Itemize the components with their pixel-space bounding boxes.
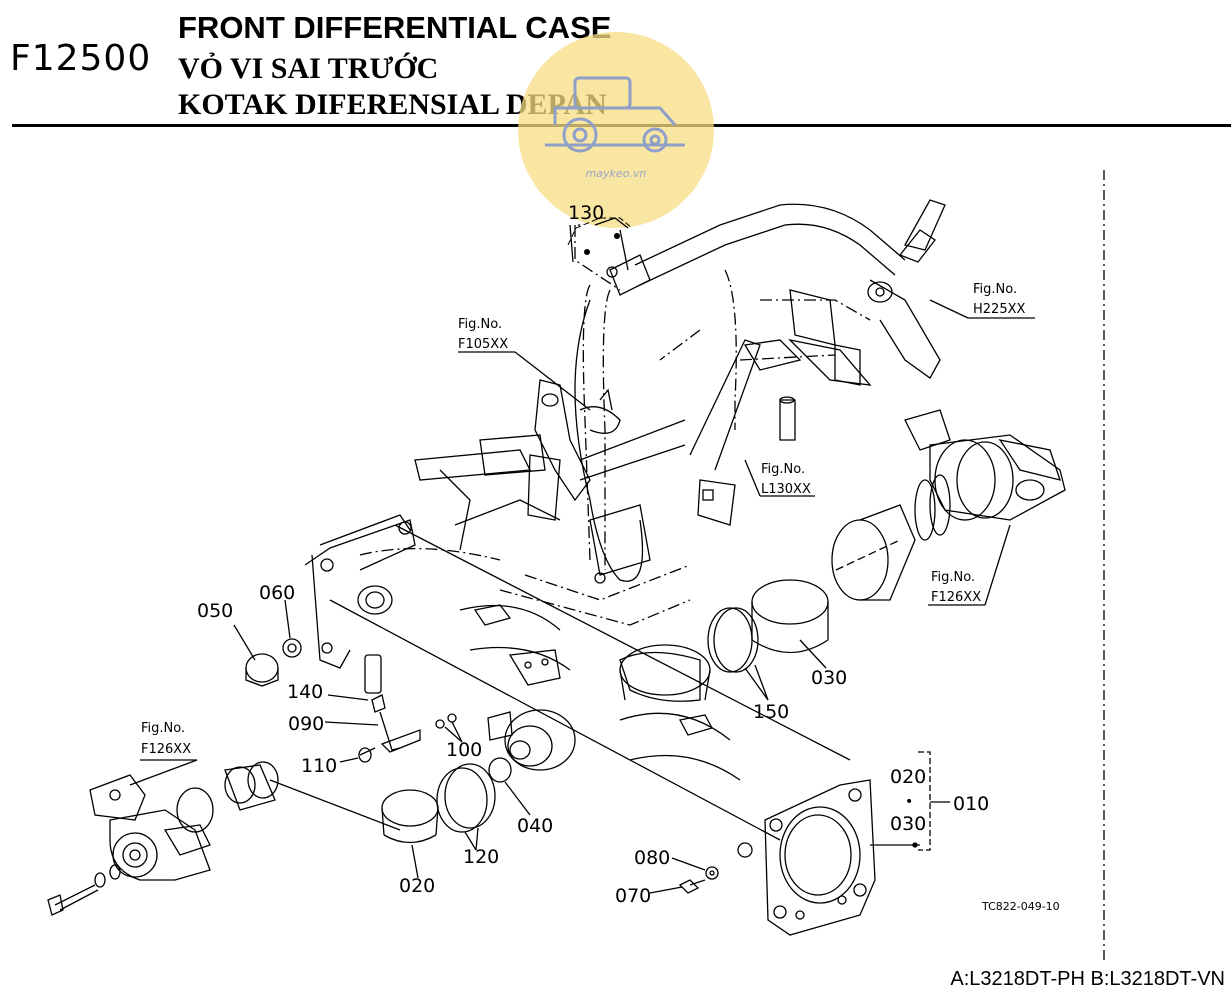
part-number: 110	[301, 755, 337, 777]
part-number: 040	[517, 815, 553, 837]
fig-ref-label: Fig.No.	[458, 317, 502, 332]
watermark-text: maykeo.vn	[586, 167, 647, 180]
model-footer: A:L3218DT-PH B:L3218DT-VN	[950, 968, 1225, 990]
part-number: 050	[197, 600, 233, 622]
part-number: 130	[568, 202, 604, 224]
part-number: 070	[615, 885, 651, 907]
fig-ref-label: Fig.No.	[761, 462, 805, 477]
title-english: FRONT DIFFERENTIAL CASE	[178, 10, 612, 45]
fig-ref-label: Fig.No.	[973, 282, 1017, 297]
part-number: 020	[399, 875, 435, 897]
part-number: 080	[634, 847, 670, 869]
part-number: 030	[811, 667, 847, 689]
fig-ref-code: L130XX	[761, 482, 811, 497]
part-number: 060	[259, 582, 295, 604]
leader-dot	[584, 249, 590, 255]
fig-ref-label: Fig.No.	[931, 570, 975, 585]
tractor-icon	[545, 76, 685, 153]
group-bracket-130	[567, 217, 633, 246]
part-number-dot: •	[905, 794, 913, 810]
fig-ref-code: F126XX	[141, 742, 191, 757]
part-number: 100	[446, 739, 482, 761]
part-number: 140	[287, 681, 323, 703]
fig-ref-code: F105XX	[458, 337, 508, 352]
figure-code: F12500	[10, 38, 152, 79]
part-number: 010	[953, 793, 989, 815]
title-vietnamese: VỎ VI SAI TRƯỚC	[178, 52, 439, 85]
fig-ref-label: Fig.No.	[141, 721, 185, 736]
drawing-code: TC822-049-10	[981, 900, 1060, 913]
part-number: 030	[890, 813, 926, 835]
part-number: 150	[753, 701, 789, 723]
leader-dot	[614, 233, 620, 239]
drawing-lines	[47, 170, 1105, 960]
watermark-logo: maykeo.vn	[518, 32, 714, 228]
part-number: 120	[463, 846, 499, 868]
part-number: 090	[288, 713, 324, 735]
fig-ref-code: F126XX	[931, 590, 981, 605]
part-number: 020	[890, 766, 926, 788]
fig-ref-code: H225XX	[973, 302, 1025, 317]
